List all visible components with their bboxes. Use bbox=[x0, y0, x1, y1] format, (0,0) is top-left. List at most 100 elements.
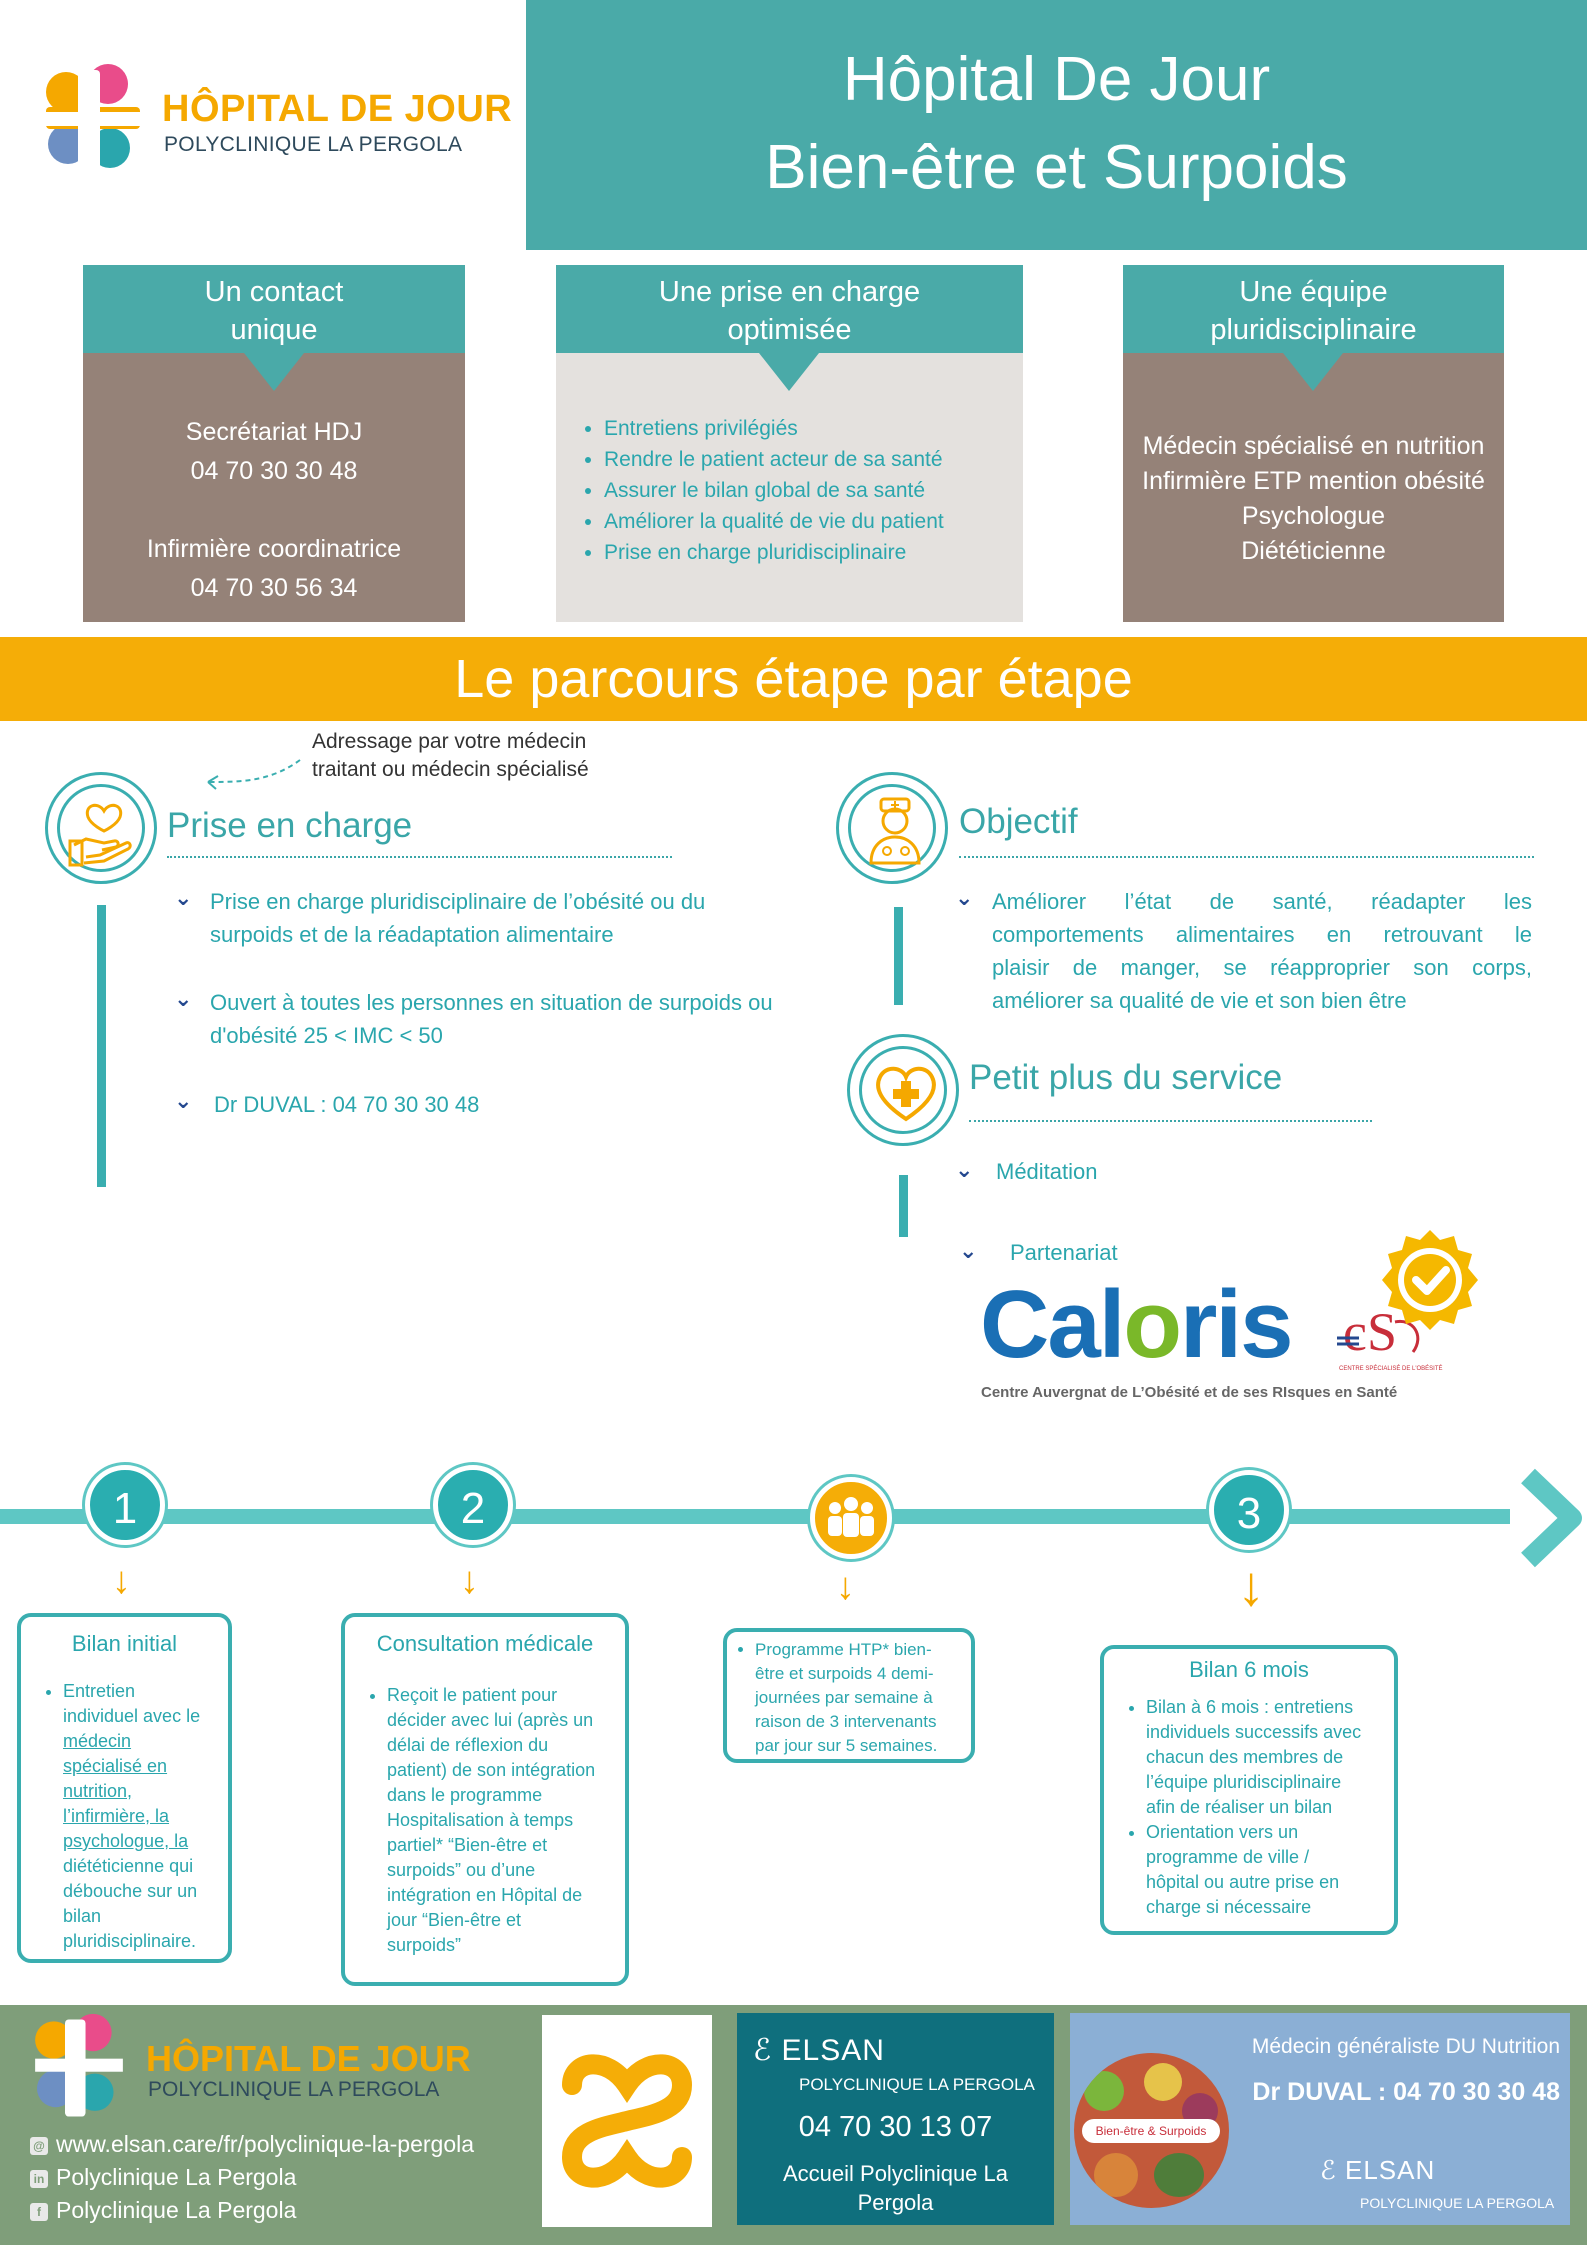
item-line: surpoids” ou d’une bbox=[387, 1860, 536, 1880]
arrow-down-icon: ↓ bbox=[1237, 1554, 1265, 1617]
vertical-bar bbox=[899, 1175, 908, 1237]
accueil-label: Accueil Polyclinique La Pergola bbox=[737, 2159, 1054, 2217]
facebook-icon: f bbox=[30, 2202, 48, 2221]
list-item: ⌄ Prise en charge pluridisciplinaire de … bbox=[174, 885, 836, 951]
accueil-phone: 04 70 30 13 07 bbox=[798, 2111, 993, 2143]
card-pointer bbox=[759, 353, 819, 391]
accueil-line: Pergola bbox=[857, 2190, 934, 2215]
dotted-divider bbox=[969, 1120, 1372, 1122]
box-list: Reçoit le patient pour décider avec lui … bbox=[369, 1683, 615, 1958]
elsan-brand-text: ELSAN bbox=[781, 2034, 885, 2067]
elsan-brand-text: ELSAN bbox=[1344, 2155, 1436, 2185]
doctor-contact: Dr DUVAL : 04 70 30 30 48 bbox=[214, 1092, 480, 1117]
item-line: bilan bbox=[63, 1906, 102, 1926]
timeline-line bbox=[0, 1509, 1510, 1524]
card-title-line: Une équipe bbox=[1239, 276, 1388, 308]
heart-plus-icon bbox=[876, 1066, 936, 1122]
item-line: médecin bbox=[63, 1731, 132, 1751]
objectif-line: améliorer sa qualité de vie et son bien … bbox=[992, 988, 1407, 1013]
item-line: raison de 3 intervenants bbox=[755, 1712, 937, 1731]
item-line: surpoids et de la réadaptation alimentai… bbox=[210, 922, 614, 947]
food-circle-image: Bien-être & Surpoids bbox=[1074, 2053, 1229, 2208]
team-member: Médecin spécialisé en nutrition bbox=[1142, 432, 1485, 460]
team-member: Diététicienne bbox=[1241, 537, 1386, 565]
box-list: Programme HTP* bien- être et surpoids 4 … bbox=[737, 1638, 963, 1758]
doctor-icon bbox=[869, 797, 921, 865]
step-number: 2 bbox=[433, 1465, 513, 1545]
logo-title: HÔPITAL DE JOUR bbox=[162, 88, 513, 130]
item-line: psychologue, la bbox=[63, 1831, 189, 1851]
item-line: programme de ville / bbox=[1146, 1847, 1310, 1867]
elsan-sub-2: POLYCLINIQUE LA PERGOLA bbox=[1360, 2195, 1555, 2211]
card-prise-en-charge: Une prise en charge optimisée Entretiens… bbox=[556, 265, 1023, 622]
elsan-symbol-icon bbox=[561, 2054, 693, 2188]
vertical-bar bbox=[97, 905, 106, 1187]
item-line: chacun des membres de bbox=[1146, 1747, 1344, 1767]
page-title: Hôpital De Jour Bien-être et Surpoids bbox=[526, 36, 1587, 212]
bilan-initial-box: Bilan initial Entretien individuel avec … bbox=[17, 1613, 232, 1963]
dotted-divider bbox=[959, 856, 1534, 858]
care-icon-inner bbox=[57, 784, 145, 872]
box-list: Entretien individuel avec le médecin spé… bbox=[45, 1679, 218, 1954]
item-line: Hospitalisation à temps bbox=[387, 1810, 574, 1830]
box-title: Bilan 6 mois bbox=[1189, 1657, 1309, 1682]
item-line: diététicienne qui bbox=[63, 1856, 194, 1876]
contact-label: Infirmière coordinatrice bbox=[146, 535, 402, 563]
item-line: individuel avec le bbox=[63, 1706, 201, 1726]
dotted-divider bbox=[167, 856, 672, 858]
team-member: Infirmière ETP mention obésité bbox=[1142, 467, 1485, 495]
item-line: afin de réaliser un bilan bbox=[1146, 1797, 1333, 1817]
list-item: Entretiens privilégiés bbox=[604, 413, 1023, 444]
team-member: Psychologue bbox=[1241, 502, 1386, 530]
objectif-line: plaisir de manger, se réapproprier son c… bbox=[992, 955, 1532, 980]
card-pointer bbox=[1283, 353, 1343, 391]
programme-box: Programme HTP* bien- être et surpoids 4 … bbox=[723, 1628, 975, 1763]
facebook-text: Polyclinique La Pergola bbox=[56, 2197, 297, 2223]
section-title: Le parcours étape par étape bbox=[454, 649, 1133, 709]
box-title: Bilan initial bbox=[71, 1631, 178, 1656]
item-line: patient) de son intégration bbox=[387, 1760, 596, 1780]
chevron-down-icon: ⌄ bbox=[955, 885, 974, 910]
team-step-icon bbox=[810, 1477, 892, 1559]
footer-logo-title: HÔPITAL DE JOUR bbox=[146, 2038, 471, 2079]
caloris-subtitle: Centre Auvergnat de L’Obésité et de ses … bbox=[981, 1384, 1398, 1401]
arrow-down-icon: ↓ bbox=[836, 1566, 855, 1608]
card-contact-body: Secrétariat HDJ 04 70 30 30 48 Infirmièr… bbox=[83, 353, 465, 622]
logo-subtitle: POLYCLINIQUE LA PERGOLA bbox=[164, 133, 463, 156]
step-number: 1 bbox=[85, 1465, 165, 1545]
chevron-down-icon: ⌄ bbox=[174, 885, 193, 910]
item-line: hôpital ou autre prise en bbox=[1146, 1872, 1340, 1892]
facebook-link[interactable]: f Polyclinique La Pergola bbox=[30, 2197, 296, 2224]
card-contact-title: Un contact unique bbox=[83, 265, 465, 353]
cso-logo-icon: cS CENTRE SPÉCIALISÉ DE L'OBÉSITÉ bbox=[1337, 1302, 1443, 1372]
item-line: Reçoit le patient pour bbox=[387, 1685, 558, 1705]
title-line-1: Hôpital De Jour bbox=[842, 45, 1271, 114]
box-list: Bilan à 6 mois : entretiens individuels … bbox=[1128, 1695, 1384, 1920]
petit-plus-icon-inner bbox=[859, 1046, 947, 1134]
contact-phone: 04 70 30 30 48 bbox=[190, 457, 358, 485]
cross-logo-icon bbox=[46, 64, 140, 174]
consultation-box: Consultation médicale Reçoit le patient … bbox=[341, 1613, 629, 1986]
contact-label: Secrétariat HDJ bbox=[185, 418, 363, 446]
item-line: spécialisé en bbox=[63, 1756, 168, 1776]
chevron-right-icon bbox=[1521, 1468, 1582, 1568]
linkedin-icon: in bbox=[30, 2169, 48, 2188]
objectif-line: Améliorer l’état de santé, réadapter les bbox=[992, 889, 1532, 914]
item-line: Entretien bbox=[63, 1681, 136, 1701]
objectif-line: comportements alimentaires en retrouvant… bbox=[992, 922, 1532, 947]
vertical-bar bbox=[894, 907, 903, 1005]
card-title-line: Un contact bbox=[204, 276, 344, 308]
list-item: Rendre le patient acteur de sa santé bbox=[604, 444, 1023, 475]
elsan-mark-icon: ℰ bbox=[1320, 2155, 1337, 2185]
objectif-icon-inner bbox=[848, 784, 936, 872]
section-prise-title: Prise en charge bbox=[167, 806, 413, 845]
item-line: par jour sur 5 semaines. bbox=[755, 1736, 938, 1755]
footer-cross-logo-icon bbox=[35, 2013, 123, 2117]
petit-plus-partenariat: Partenariat bbox=[1010, 1240, 1118, 1265]
list-item: Orientation vers un programme de ville /… bbox=[1146, 1820, 1384, 1920]
item-line: dans le programme bbox=[387, 1785, 543, 1805]
website-link[interactable]: @www.elsan.care/fr/polyclinique-la-pergo… bbox=[30, 2131, 474, 2158]
elsan-mark-icon: ℰ bbox=[753, 2034, 773, 2067]
card-equipe: Une équipe pluridisciplinaire Médecin sp… bbox=[1123, 265, 1504, 622]
